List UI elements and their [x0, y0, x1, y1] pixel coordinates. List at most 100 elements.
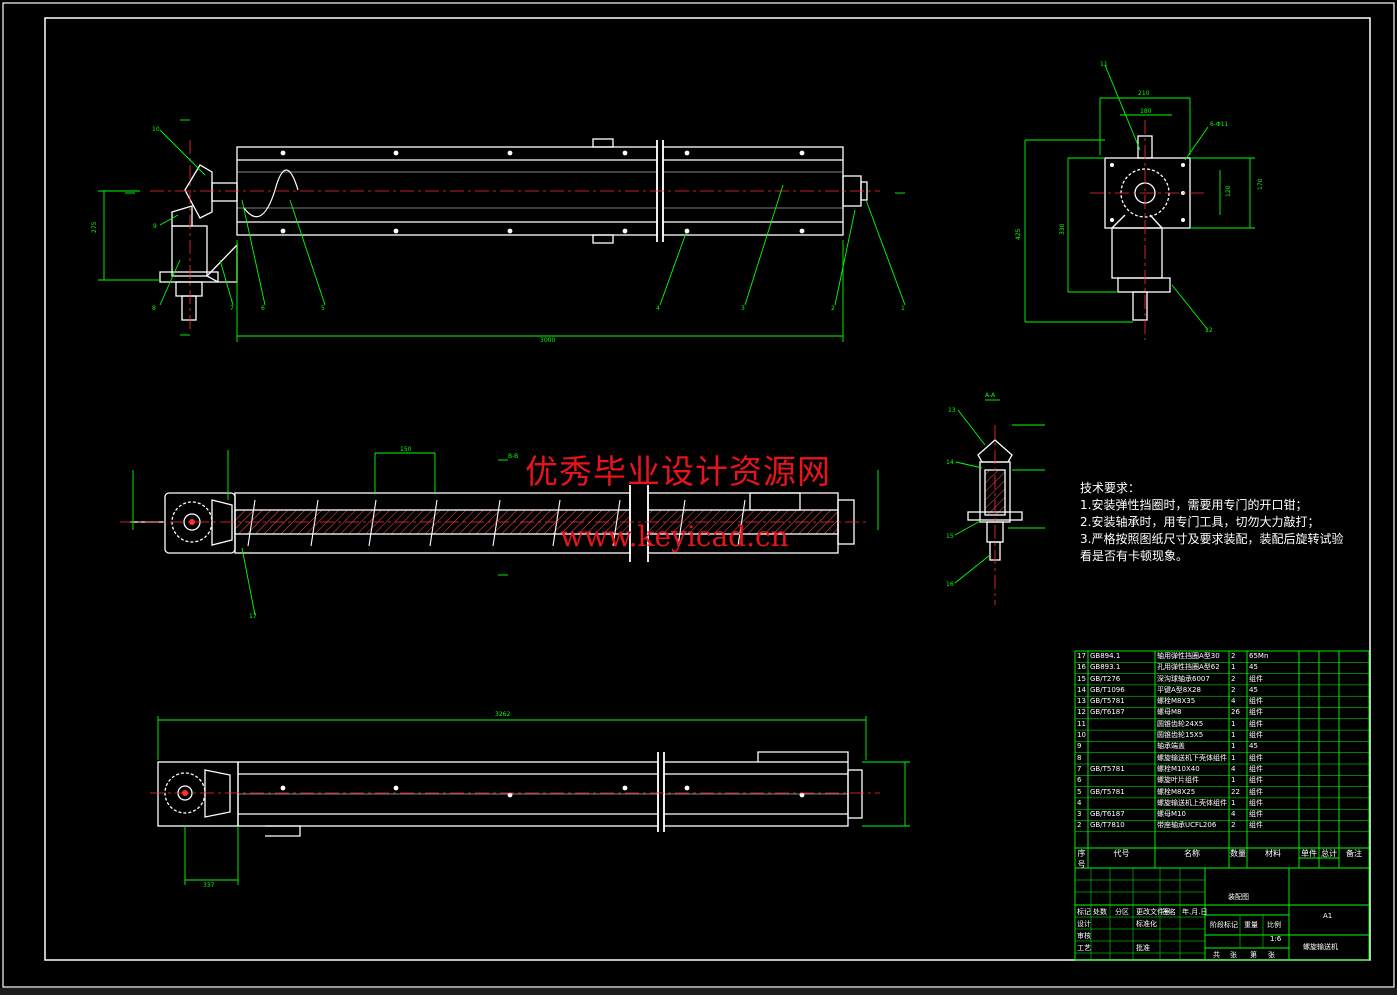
bom-cell-no: 13: [1077, 697, 1086, 706]
bom-header-remark: 备注: [1346, 849, 1362, 858]
tech-item-4: 看是否有卡顿现象。: [1080, 549, 1189, 563]
tb-label-review: 审核: [1077, 932, 1091, 940]
bom-cell-name: 平键A型8X28: [1157, 685, 1201, 694]
bom-cell-name: 深沟球轴承6007: [1157, 674, 1210, 683]
tb-label-approve: 批准: [1136, 944, 1150, 952]
title-ratio: 1:6: [1270, 935, 1282, 943]
bom-cell-no: 9: [1077, 742, 1082, 751]
bom-cell-qty: 1: [1231, 753, 1236, 762]
title-scale: A1: [1323, 912, 1333, 920]
bom-cell-mat: 组件: [1249, 776, 1263, 785]
tb-label-stage: 阶段标记: [1210, 921, 1238, 929]
bom-header: 序号 代号 名称 数量 材料 单件 总计 备注: [1075, 848, 1369, 870]
svg-text:12: 12: [1205, 327, 1213, 334]
tb-label-count: 处数: [1093, 908, 1107, 916]
bom-cell-qty: 1: [1231, 719, 1236, 728]
bom-cell-name: 螺栓M8X25: [1157, 787, 1196, 796]
bom-cell-no: 16: [1077, 663, 1086, 672]
bom-cell-name: 螺母M8: [1157, 708, 1182, 717]
svg-text:4: 4: [656, 305, 660, 312]
svg-text:17: 17: [249, 613, 257, 620]
bom-cell-name: 带座轴承UCFL206: [1157, 821, 1217, 830]
bom-cell-name: 螺旋输送机下壳体组件: [1157, 753, 1227, 762]
watermark-title: 优秀毕业设计资源网: [525, 452, 831, 491]
dim-210: 210: [1138, 90, 1150, 97]
bom-cell-code: GB/T7810: [1090, 821, 1125, 830]
bom-cell-mat: 组件: [1249, 753, 1263, 762]
svg-text:7: 7: [230, 305, 234, 312]
bom-cell-mat: 组件: [1249, 674, 1263, 683]
bom-cell-qty: 2: [1231, 652, 1236, 660]
dim-pitch: 150: [400, 446, 412, 453]
label-aa: A-A: [985, 392, 996, 399]
svg-text:11: 11: [1100, 61, 1108, 68]
bom-cell-code: GB/T276: [1090, 674, 1121, 683]
bom-cell-no: 12: [1077, 708, 1086, 717]
bom-header-unit: 单件: [1301, 849, 1317, 858]
tech-item-2: 2.安装轴承时，用专门工具，切勿大力敲打；: [1080, 515, 1320, 529]
bom-cell-name: 圆锥齿轮15X5: [1157, 731, 1204, 740]
label-bb: B-B: [508, 453, 518, 460]
bom-cell-code: [1088, 798, 1155, 809]
tb-label-total: 共: [1213, 951, 1220, 959]
tb-label-process: 工艺: [1077, 944, 1091, 952]
bom-cell-no: 7: [1077, 764, 1082, 773]
watermark-url: www.keyicad.cn: [560, 520, 789, 553]
bom-cell-qty: 1: [1231, 731, 1236, 740]
bom-cell-no: 17: [1077, 652, 1086, 660]
tb-label-sheet: 张: [1268, 951, 1275, 959]
dimensions-top: [98, 119, 906, 342]
dim-180: 180: [1140, 108, 1152, 115]
bom-cell-mat: 组件: [1249, 821, 1263, 830]
bom-cell-no: 5: [1077, 787, 1082, 796]
tb-label-zone: 分区: [1115, 908, 1129, 916]
bom-cell-no: 15: [1077, 674, 1086, 683]
bom-cell-code: GB/T5781: [1090, 764, 1125, 773]
bom-cell-name: 圆锥齿轮24X5: [1157, 719, 1204, 728]
tb-label-mark: 标记: [1077, 908, 1091, 916]
dim-holes: 6-Φ11: [1210, 121, 1229, 128]
bom-cell-no: 10: [1077, 731, 1086, 740]
bom-cell-code: [1088, 775, 1155, 786]
front-view: [159, 138, 868, 321]
bom-cell-mat: 组件: [1249, 764, 1263, 773]
tb-label-sheet-no: 第: [1250, 951, 1257, 959]
bom-cell-qty: 26: [1231, 708, 1240, 717]
bottom-view: [157, 751, 863, 837]
bom-header-qty: 数量: [1230, 849, 1246, 858]
dim-120: 120: [1225, 185, 1232, 197]
bom-cell-qty: 22: [1231, 787, 1240, 796]
bottom-scrollbar[interactable]: [0, 988, 1397, 995]
svg-text:14: 14: [946, 459, 954, 466]
dim-bottom-width: 337: [203, 882, 215, 889]
tb-label-sheets: 张: [1230, 951, 1237, 959]
bom-cell-qty: 4: [1231, 764, 1236, 773]
inner-frame: [44, 17, 1371, 961]
bom-cell-mat: 组件: [1249, 810, 1263, 819]
svg-text:3: 3: [741, 305, 745, 312]
bom-cell-mat: 45: [1249, 685, 1258, 694]
technical-requirements: 技术要求： 1.安装弹性挡圈时，需要用专门的开口钳； 2.安装轴承时，用专门工具…: [1080, 480, 1380, 565]
bom-cell-code: GB893.1: [1090, 663, 1121, 672]
bom-cell-qty: 1: [1231, 776, 1236, 785]
svg-text:6: 6: [261, 305, 265, 312]
bom-cell-qty: 1: [1231, 663, 1236, 672]
bom-header-total: 总计: [1321, 849, 1337, 858]
svg-text:2: 2: [831, 305, 835, 312]
bom-cell-qty: 2: [1231, 685, 1236, 694]
bom-cell-code: GB/T6187: [1090, 810, 1125, 819]
tb-label-design: 设计: [1077, 920, 1091, 928]
bom-header-code: 代号: [1113, 849, 1130, 858]
bom-header-name: 名称: [1184, 849, 1200, 858]
svg-text:5: 5: [321, 305, 325, 312]
bom-cell-no: 3: [1077, 810, 1082, 819]
